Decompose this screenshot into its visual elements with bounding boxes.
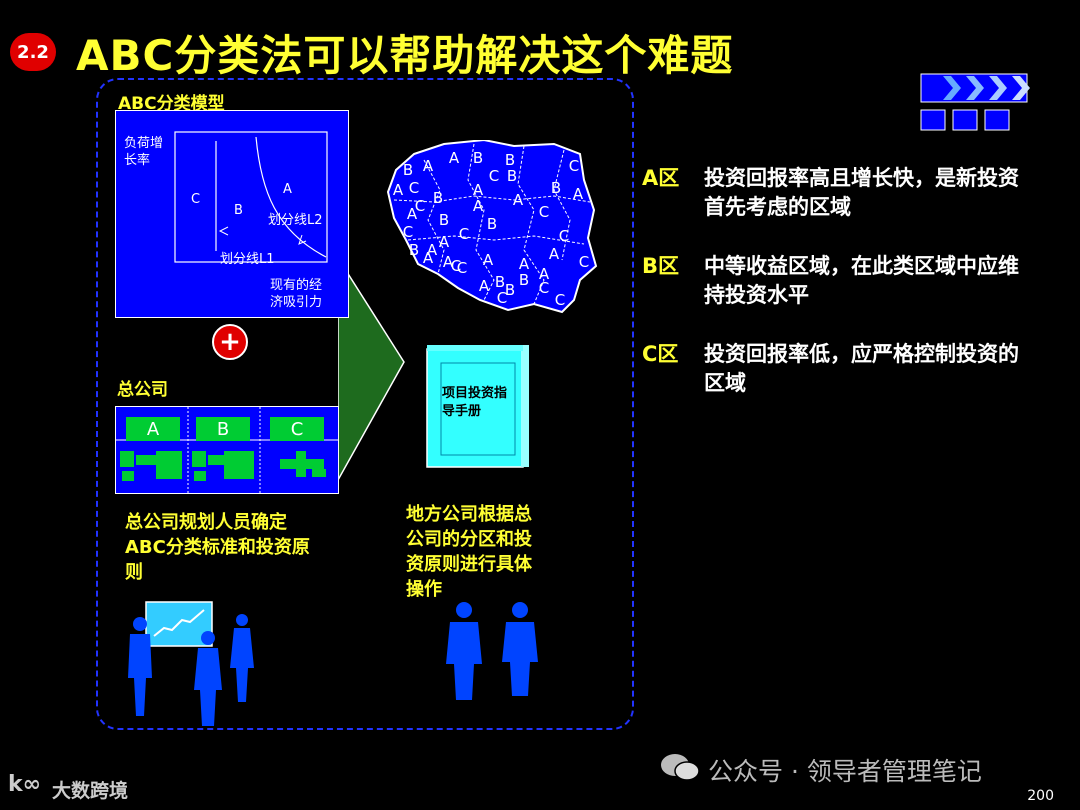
map-zone-label: B bbox=[439, 211, 449, 229]
company-zone-c: C bbox=[270, 417, 324, 441]
planner-caption: 总公司规划人员确定 ABC分类标准和投资原 则 bbox=[125, 512, 310, 583]
map-zone-label: A bbox=[519, 255, 530, 273]
map-zone-label: A bbox=[479, 277, 490, 295]
map-zone-label: A bbox=[407, 205, 418, 223]
brand-watermark: 大数跨境 bbox=[52, 780, 129, 802]
process-container bbox=[96, 78, 634, 730]
model-label: ABC分类模型 bbox=[118, 94, 225, 114]
map-zone-label: C bbox=[555, 291, 565, 309]
map-zone-label: B bbox=[505, 281, 515, 299]
zone-b-label: B bbox=[234, 203, 243, 218]
legend-b-key: B区 bbox=[642, 254, 680, 278]
investment-manual-book-icon bbox=[426, 345, 529, 468]
zone-c-label: C bbox=[191, 192, 201, 207]
map-zone-label: B bbox=[495, 273, 505, 291]
map-zone-label: C bbox=[579, 253, 589, 271]
map-zone-label: A bbox=[449, 149, 460, 167]
section-badge: 2.2 bbox=[10, 33, 56, 71]
map-zone-label: A bbox=[473, 181, 484, 199]
line-l1-label: 划分线L1 bbox=[220, 252, 275, 267]
local-company-caption: 地方公司根据总 公司的分区和投 资原则进行具体 操作 bbox=[406, 504, 532, 600]
map-zone-label: A bbox=[423, 249, 434, 267]
company-zones-panel: A B C bbox=[115, 406, 339, 494]
map-zone-label: A bbox=[539, 265, 550, 283]
map-zone-label: B bbox=[409, 241, 419, 259]
planners-people-icon bbox=[128, 601, 254, 726]
map-zone-label: A bbox=[473, 197, 484, 215]
map-zone-label: A bbox=[443, 253, 454, 271]
map-zone-label: C bbox=[459, 225, 469, 243]
map-zone-label: B bbox=[433, 189, 443, 207]
map-zone-label: B bbox=[473, 149, 483, 167]
legend-c-text: 投资回报率低，应严格控制投资的区域 bbox=[704, 342, 1019, 395]
legend-b-text: 中等收益区域，在此类区域中应维持投资水平 bbox=[704, 254, 1019, 307]
wechat-icon bbox=[661, 754, 700, 781]
map-zone-label: C bbox=[403, 223, 413, 241]
map-zone-label: C bbox=[497, 289, 507, 307]
page-number: 200 bbox=[1027, 788, 1054, 804]
map-zone-label: C bbox=[539, 279, 549, 297]
map-zone-label: C bbox=[539, 203, 549, 221]
book-label: 项目投资指 导手册 bbox=[442, 386, 508, 419]
y-axis-label: 负荷增 长率 bbox=[124, 136, 164, 168]
map-zone-label: A bbox=[483, 251, 494, 269]
map-zone-label: A bbox=[513, 191, 524, 209]
map-zone-label: A bbox=[549, 245, 560, 263]
map-zone-label: A bbox=[427, 241, 438, 259]
zone-a-label: A bbox=[283, 182, 292, 197]
map-zone-label: C bbox=[409, 179, 419, 197]
green-arrow-shape bbox=[338, 258, 405, 482]
map-zone-label: A bbox=[423, 157, 434, 175]
map-zone-label: A bbox=[439, 233, 450, 251]
map-zone-label: B bbox=[519, 271, 529, 289]
page-title: ABC分类法可以帮助解决这个难题 bbox=[76, 31, 734, 80]
brand-logo-icon: k∞ bbox=[8, 772, 41, 797]
map-zone-label: B bbox=[403, 161, 413, 179]
legend-a-text: 投资回报率高且增长快，是新投资首先考虑的区域 bbox=[704, 166, 1019, 219]
local-staff-people-icon bbox=[446, 602, 538, 700]
abc-model-chart: 负荷增 长率 C B A 划分线L2 划分线L1 现有的经 济吸引力 bbox=[115, 110, 349, 318]
process-chevron-icon bbox=[920, 73, 1030, 131]
map-zone-label: A bbox=[573, 185, 584, 203]
legend-c-key: C区 bbox=[642, 342, 679, 366]
map-zone-label: B bbox=[487, 215, 497, 233]
map-zone-label: C bbox=[559, 227, 569, 245]
x-axis-label: 现有的经 济吸引力 bbox=[270, 278, 323, 310]
wechat-watermark: 公众号 · 领导者管理笔记 bbox=[708, 757, 982, 786]
map-zone-label: C bbox=[457, 259, 467, 277]
line-l2-label: 划分线L2 bbox=[268, 213, 323, 228]
map-zone-label: C bbox=[451, 257, 461, 275]
map-zone-label: B bbox=[505, 151, 515, 169]
company-label: 总公司 bbox=[117, 380, 168, 400]
map-zone-label: C bbox=[415, 197, 425, 215]
map-zone-label: B bbox=[507, 167, 517, 185]
legend-a-key: A区 bbox=[642, 166, 680, 190]
company-zone-b: B bbox=[196, 417, 250, 441]
map-zone-label: B bbox=[551, 179, 561, 197]
map-zone-label: C bbox=[569, 157, 579, 175]
company-zone-a: A bbox=[126, 417, 180, 441]
map-zone-label: C bbox=[489, 167, 499, 185]
map-zone-label: A bbox=[393, 181, 404, 199]
plus-icon: + bbox=[212, 324, 248, 360]
